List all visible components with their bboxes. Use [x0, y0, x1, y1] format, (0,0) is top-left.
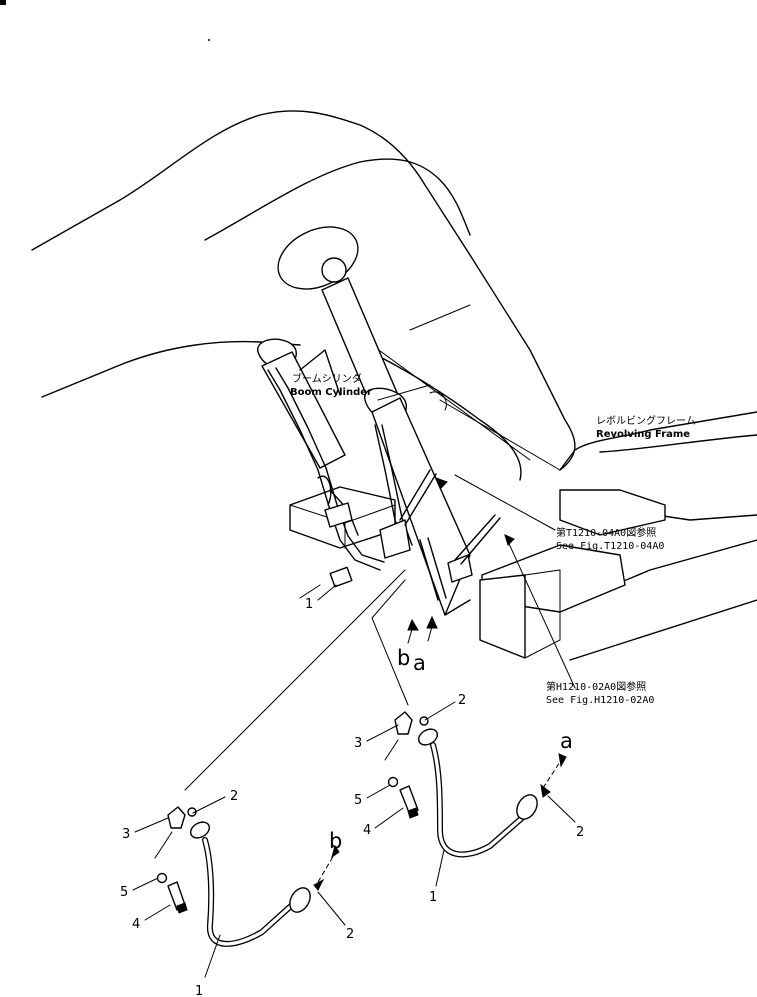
boom-cylinder-label-jp: ブームシリンダ: [292, 372, 362, 385]
reference-1-label-en: See Fig.T1210-04A0: [556, 541, 664, 552]
callout-1-left: 1: [195, 984, 203, 997]
revolving-frame-label-en: Revolving Frame: [596, 429, 690, 440]
callout-5-left: 5: [120, 885, 128, 900]
callout-3-left: 3: [122, 827, 130, 842]
marker-a-detail: a: [560, 729, 573, 753]
callout-4-right: 4: [363, 823, 371, 838]
callout-3-right: 3: [354, 736, 362, 751]
corner-mark: [0, 0, 6, 5]
marker-b-main: b: [397, 646, 410, 670]
leader-lines: [184, 384, 576, 791]
marker-b-detail: b: [329, 829, 342, 853]
marker-a-main: a: [413, 651, 426, 675]
reference-2-label-en: See Fig.H1210-02A0: [546, 695, 654, 706]
callout-5-right: 5: [354, 793, 362, 808]
callout-1-main: 1: [305, 597, 313, 612]
boom-cylinder-label-en: Boom Cylinder: [290, 387, 372, 398]
boom-outline: [31, 110, 576, 481]
corner-dot: [208, 39, 210, 41]
revolving-frame-label-jp: レボルビングフレーム: [596, 414, 696, 427]
reference-2-label-jp: 第H1210-02A0図参照: [546, 680, 646, 693]
callout-2-left-bottom: 2: [346, 927, 354, 942]
boom-cylinder: [257, 226, 471, 616]
callout-2-left-top: 2: [230, 789, 238, 804]
frame-blocks: [289, 486, 666, 659]
callout-4-left: 4: [132, 917, 140, 932]
detail-left: [156, 806, 340, 947]
tube-routing: [267, 367, 501, 601]
reference-1-label-jp: 第T1210-04A0図参照: [556, 526, 656, 539]
callout-2-right-bottom: 2: [576, 825, 584, 840]
reference-arrows: [407, 477, 515, 644]
callout-1-right: 1: [429, 890, 437, 905]
callout-2-right-top: 2: [458, 693, 466, 708]
detail-right: [387, 711, 567, 858]
callout-leaders: [132, 584, 576, 978]
